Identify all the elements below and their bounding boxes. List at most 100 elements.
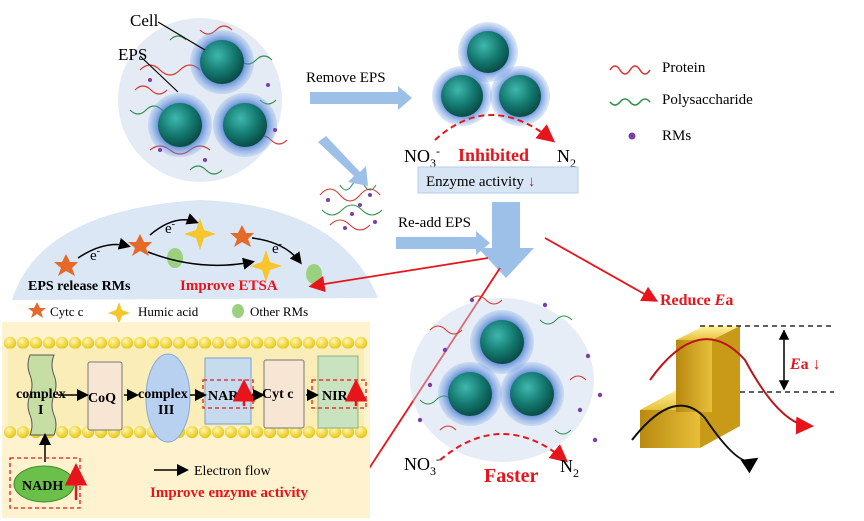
membrane-bead (146, 336, 160, 350)
membrane-bead (302, 336, 316, 350)
membrane-bead (68, 336, 82, 350)
complex-i (27, 354, 57, 436)
membrane-bead (328, 425, 342, 439)
membrane-bead (42, 336, 56, 350)
eps-extraction-arrow (318, 136, 368, 186)
membrane-bead (289, 336, 303, 350)
legend-rms: RMs (662, 128, 691, 144)
membrane-bead (354, 336, 368, 350)
remove-eps-arrow: Remove EPS (306, 70, 412, 110)
membrane-bead (276, 336, 290, 350)
membrane-bead (211, 425, 225, 439)
arrow-to-etsa (308, 257, 489, 293)
membrane-bead (29, 336, 43, 350)
svg-text:Cyt c: Cyt c (262, 387, 294, 402)
membrane-bead (315, 336, 329, 350)
eps-label: EPS (118, 45, 147, 64)
n2-bottom-label: N2 (560, 456, 579, 480)
membrane-bead (120, 425, 134, 439)
membrane-bead (3, 425, 17, 439)
electron-2: e- (165, 219, 175, 237)
humic-star-2 (250, 250, 282, 282)
cell-label: Cell (130, 11, 159, 30)
membrane-bead (302, 425, 316, 439)
activation-energy-panel: Reduce Ea Ea↓ (631, 292, 834, 474)
low-ea-curve (631, 404, 759, 474)
svg-text:Re-add EPS: Re-add EPS (398, 215, 471, 231)
membrane-bead (263, 425, 277, 439)
extracted-eps-clump (319, 179, 383, 231)
svg-text:I: I (38, 403, 43, 418)
membrane-bead (315, 425, 329, 439)
membrane-bead (354, 425, 368, 439)
electron-transport-panel: complex I CoQ complex III NAR Cyt c NIR … (2, 322, 370, 518)
faster-label: Faster (484, 465, 539, 487)
membrane-bead (185, 425, 199, 439)
eps-release-label: EPS release RMs (28, 279, 131, 294)
svg-text:complex: complex (138, 387, 188, 402)
cytc-star-1 (54, 254, 78, 276)
membrane-bead (341, 425, 355, 439)
svg-text:NADH: NADH (22, 479, 63, 494)
no3-top-label: NO3- (404, 144, 440, 170)
membrane-top-beads (3, 336, 368, 350)
svg-text:Remove EPS: Remove EPS (306, 70, 386, 86)
no3-bottom-label: NO3- (404, 452, 440, 478)
svg-text:Enzyme activity↓: Enzyme activity↓ (426, 174, 535, 190)
svg-text:Humic acid: Humic acid (138, 304, 199, 319)
membrane-bead (341, 336, 355, 350)
polysaccharide-swatch (609, 98, 651, 106)
eps-removed-cell-cluster (432, 22, 556, 143)
other-rm-2 (306, 264, 322, 284)
high-ea-curve (649, 338, 814, 435)
membrane-bead (185, 336, 199, 350)
humic-star-1 (184, 218, 216, 250)
membrane-bead (133, 425, 147, 439)
eps-callout: EPS (118, 45, 179, 93)
membrane-bead (237, 336, 251, 350)
electron-3: e- (272, 239, 282, 257)
membrane-bead (172, 336, 186, 350)
svg-text:Other RMs: Other RMs (250, 304, 308, 319)
complex-iii (145, 353, 191, 443)
membrane-bead (211, 336, 225, 350)
readd-eps-arrow: Re-add EPS (396, 215, 490, 255)
protein-swatch (609, 65, 651, 75)
svg-text:Cytc c: Cytc c (50, 304, 84, 319)
down-blue-arrow (478, 202, 534, 278)
arrow-to-ea (544, 237, 659, 302)
inhibited-label: Inhibited (458, 145, 529, 165)
membrane-bead (250, 425, 264, 439)
improve-etsa-label: Improve ETSA (180, 278, 278, 294)
reduce-ea-label: Reduce Ea (660, 292, 733, 309)
other-rm-1 (167, 248, 183, 268)
cell-callout: Cell (130, 11, 206, 51)
svg-text:III: III (158, 403, 174, 418)
n2-top-label: N2 (557, 146, 576, 170)
membrane-bead (81, 336, 95, 350)
ea-label: Ea↓ (789, 356, 821, 373)
cytc-star-2 (128, 234, 152, 256)
membrane-bead (133, 336, 147, 350)
membrane-bead (263, 336, 277, 350)
membrane-bead (68, 425, 82, 439)
cytc-star-3 (230, 225, 254, 247)
membrane-bead (224, 336, 238, 350)
svg-text:CoQ: CoQ (88, 391, 116, 406)
enzyme-activity-box: Enzyme activity↓ (417, 166, 579, 194)
svg-text:complex: complex (16, 387, 66, 402)
membrane-bead (198, 336, 212, 350)
electron-flow-label: Electron flow (194, 464, 271, 479)
eps-coated-cell-cluster (118, 18, 288, 182)
legend-protein: Protein (662, 60, 706, 76)
electron-1: e- (90, 246, 100, 264)
membrane-bead (224, 425, 238, 439)
rms-legend: Cytc c Humic acid Other RMs (28, 302, 308, 324)
membrane-bead (250, 336, 264, 350)
cell-top (200, 40, 244, 84)
membrane-bead (328, 336, 342, 350)
legend: Protein Polysaccharide RMs (609, 60, 753, 144)
membrane-bead (159, 336, 173, 350)
membrane-bead (16, 425, 30, 439)
legend-polysaccharide: Polysaccharide (662, 92, 753, 108)
